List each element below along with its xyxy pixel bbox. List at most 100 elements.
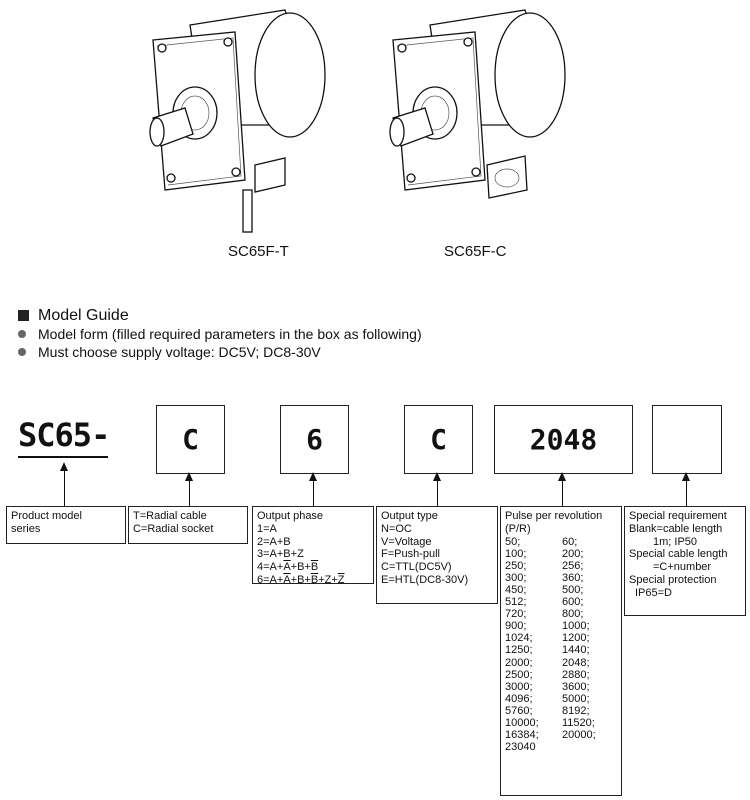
pulse-value: 500;	[562, 583, 584, 596]
pulse-value: 100;	[505, 547, 527, 560]
guide-bullet-text: Model form (filled required parameters i…	[38, 326, 422, 342]
desc-unit: (P/R)	[505, 522, 531, 535]
desc-line: =C+number	[653, 561, 712, 574]
pulse-value: 1440;	[562, 644, 590, 657]
phase-segment: A	[283, 561, 291, 574]
pulse-value: 2880;	[562, 668, 590, 681]
phase-segment: Z	[337, 573, 345, 586]
product-caption-socket: SC65F-C	[444, 243, 507, 260]
pulse-value: 360;	[562, 571, 584, 584]
arrow-series	[60, 462, 69, 506]
phase-line: 3=A+B+Z	[257, 548, 369, 561]
desc-line: Special protection	[629, 573, 717, 586]
model-guide-title: Model Guide	[38, 307, 129, 324]
pulse-value: 3000;	[505, 680, 533, 693]
guide-bullet-text: Must choose supply voltage: DC5V; DC8-30…	[38, 344, 321, 360]
pulse-value: 60;	[562, 535, 578, 548]
desc-line: 1m; IP50	[653, 535, 698, 548]
bullet-dot-icon	[18, 348, 26, 356]
pulse-value: 20000;	[562, 729, 596, 742]
desc-line: C=TTL(DC5V)	[381, 561, 452, 574]
phase-segment: B	[310, 573, 319, 586]
arrow-special	[682, 472, 691, 506]
desc-title: Output phase	[257, 510, 324, 522]
phase-segment: 2=A+B	[257, 535, 291, 548]
pulse-value: 8192;	[562, 704, 590, 717]
pulse-value: 11520;	[562, 717, 595, 729]
pulse-value: 5760;	[505, 704, 533, 717]
arrow-phase	[309, 472, 318, 506]
pulse-value: 1024;	[505, 632, 533, 645]
pulse-value: 23040	[505, 741, 536, 754]
pulse-value: 450;	[505, 583, 527, 596]
desc-pulse: Pulse per revolution (P/R) 50;60;100;200…	[500, 506, 622, 796]
code-box-connection: C	[156, 405, 225, 474]
desc-output: Output type N=OC V=Voltage F=Push-pull C…	[376, 506, 498, 604]
pulse-value: 2000;	[505, 656, 533, 669]
desc-line: E=HTL(DC8-30V)	[381, 573, 469, 586]
square-bullet-icon	[18, 310, 29, 321]
series-underline	[18, 456, 108, 458]
guide-bullet: Must choose supply voltage: DC5V; DC8-30…	[18, 344, 321, 360]
phase-segment: 4=A+	[257, 561, 284, 574]
desc-connection: T=Radial cable C=Radial socket	[128, 506, 248, 544]
pulse-value: 900;	[505, 620, 527, 633]
pulse-value: 600;	[562, 596, 584, 609]
pulse-value: 10000;	[505, 717, 539, 729]
phase-line: 1=A	[257, 523, 369, 536]
pulse-value: 1000;	[562, 620, 590, 633]
guide-bullet: Model form (filled required parameters i…	[18, 326, 422, 342]
desc-special: Special requirement Blank=cable length 1…	[624, 506, 746, 616]
code-box-output: C	[404, 405, 473, 474]
desc-line: Special cable length	[629, 548, 728, 561]
phase-segment: 1=A	[257, 522, 277, 535]
pulse-value: 16384;	[505, 729, 539, 742]
arrow-output	[433, 472, 442, 506]
desc-line: C=Radial socket	[133, 522, 214, 535]
phase-segment: 3=A+B+Z	[257, 548, 304, 561]
pulse-value: 2048;	[562, 656, 590, 669]
product-caption-cable: SC65F-T	[228, 243, 289, 260]
pulse-value: 1250;	[505, 644, 533, 657]
phase-line: 6=A+A+B+B+Z+Z	[257, 574, 369, 587]
pulse-value: 4096;	[505, 692, 533, 705]
desc-series: Product model series	[6, 506, 126, 544]
pulse-value: 50;	[505, 535, 521, 548]
encoder-drawing-cable	[149, 9, 326, 233]
phase-line: 4=A+A+B+B	[257, 561, 369, 574]
desc-line: Product model	[11, 510, 82, 522]
desc-line: T=Radial cable	[133, 510, 207, 522]
pulse-value: 1200;	[562, 632, 590, 645]
phase-segment: B	[310, 561, 319, 574]
pulse-value: 256;	[562, 559, 584, 572]
bullet-dot-icon	[18, 330, 26, 338]
pulse-value: 5000;	[562, 692, 590, 705]
desc-line: Blank=cable length	[629, 522, 723, 535]
pulse-value: 512;	[505, 596, 527, 609]
pulse-value: 200;	[562, 547, 584, 560]
arrow-pulse	[558, 472, 567, 506]
pulse-value: 250;	[505, 559, 527, 572]
phase-segment: 6=A+	[257, 573, 284, 586]
desc-line: V=Voltage	[381, 535, 432, 548]
phase-segment: A	[283, 573, 291, 586]
desc-title: Special requirement	[629, 510, 727, 522]
pulse-value: 720;	[505, 608, 527, 621]
pulse-value	[562, 741, 622, 753]
desc-line: IP65=D	[635, 586, 672, 599]
encoder-drawing-socket	[389, 9, 566, 199]
pulse-values-grid: 50;60;100;200;250;256;300;360;450;500;51…	[505, 536, 617, 754]
arrow-connection	[185, 472, 194, 506]
model-series-code: SC65-	[18, 416, 110, 454]
code-box-special	[652, 405, 722, 474]
desc-line: series	[11, 522, 41, 535]
desc-line: N=OC	[381, 522, 412, 535]
pulse-value: 3600;	[562, 680, 590, 693]
code-box-pulse: 2048	[494, 405, 633, 474]
phase-segment: +B+	[290, 573, 311, 586]
pulse-value: 800;	[562, 608, 584, 621]
code-box-phase: 6	[280, 405, 349, 474]
desc-title: Output type	[381, 510, 438, 522]
